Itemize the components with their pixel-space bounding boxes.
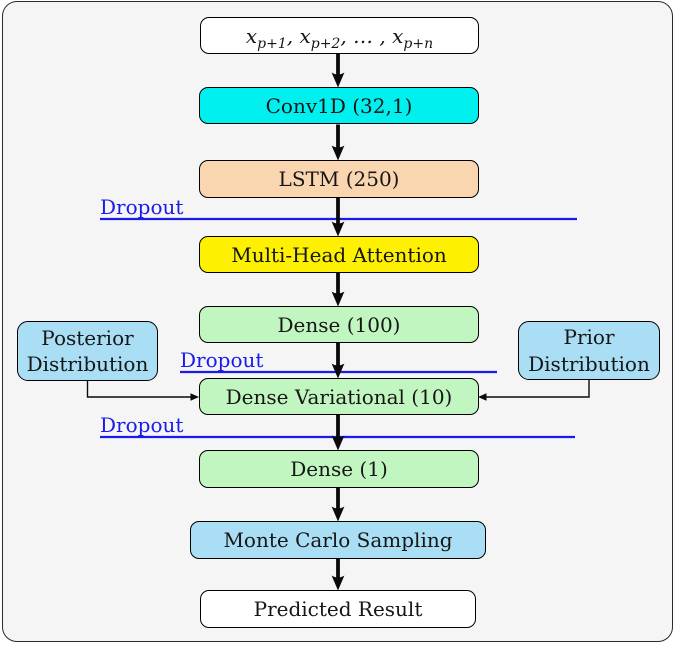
monte-carlo-label: Monte Carlo Sampling: [223, 528, 453, 552]
posterior-connector: [86, 381, 199, 401]
dense100-label: Dense (100): [277, 312, 401, 337]
flow-arrow-attention-dense100: [331, 273, 345, 307]
node-dense-variational: Dense Variational (10): [199, 378, 479, 415]
dropout-label-1: Dropout: [100, 195, 184, 219]
dropout-label-3: Dropout: [100, 413, 184, 437]
attention-label: Multi-Head Attention: [231, 242, 447, 267]
node-multi-head-attention: Multi-Head Attention: [199, 236, 479, 273]
prior-label-line1: Prior: [563, 325, 615, 350]
flow-arrow-montecarlo-predicted: [331, 559, 345, 591]
flow-arrow-dense100-densevar: [331, 343, 345, 379]
posterior-label-line1: Posterior: [41, 325, 134, 350]
flow-arrow-conv1d-lstm: [331, 124, 345, 161]
node-dense-100: Dense (100): [199, 306, 479, 343]
node-predicted-result: Predicted Result: [200, 590, 476, 628]
dropout-label-2: Dropout: [180, 348, 264, 372]
conv1d-label: Conv1D (32,1): [265, 93, 413, 118]
node-monte-carlo-sampling: Monte Carlo Sampling: [190, 521, 486, 559]
prior-label-line2: Distribution: [528, 351, 650, 376]
flow-arrow-dense1-montecarlo: [331, 488, 345, 522]
node-posterior-distribution: Posterior Distribution: [17, 321, 158, 381]
node-input-sequence: xp+1, xp+2, … , xp+n: [200, 17, 479, 54]
prior-connector: [478, 380, 590, 401]
predicted-result-label: Predicted Result: [253, 597, 423, 621]
node-dense-1: Dense (1): [199, 450, 479, 488]
dense-variational-label: Dense Variational (10): [225, 384, 453, 409]
flow-arrow-lstm-attention: [331, 198, 345, 237]
flow-arrow-densevar-dense1: [331, 415, 345, 451]
node-prior-distribution: Prior Distribution: [518, 321, 660, 380]
posterior-label-line2: Distribution: [26, 352, 149, 376]
input-sequence-label: xp+1, xp+2, … , xp+n: [245, 23, 434, 52]
node-conv1d: Conv1D (32,1): [199, 87, 479, 124]
dense1-label: Dense (1): [290, 457, 388, 481]
node-lstm: LSTM (250): [199, 160, 479, 198]
flow-arrow-input-conv1d: [331, 54, 345, 88]
lstm-label: LSTM (250): [278, 167, 400, 191]
